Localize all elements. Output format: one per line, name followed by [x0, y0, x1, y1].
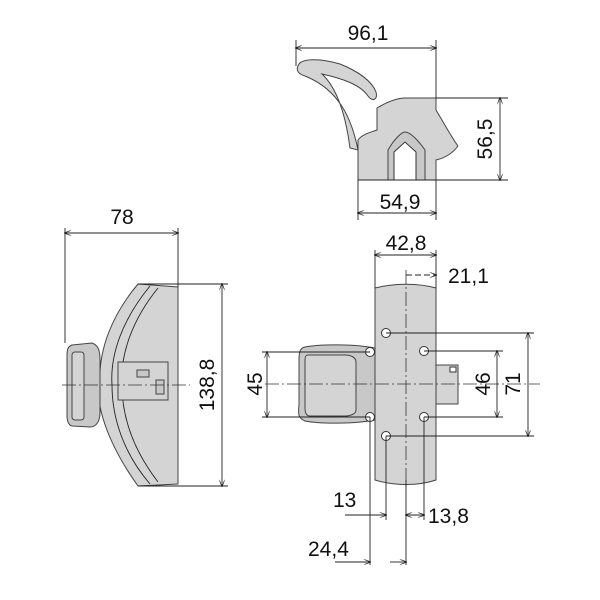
- top-view: 96,1 56,5 54,9: [296, 22, 508, 220]
- side-view-handle-face: [71, 351, 85, 421]
- side-view: 78 138,8: [62, 206, 228, 486]
- front-view-latch: [435, 364, 459, 405]
- dim-13-8: 13,8: [428, 505, 469, 528]
- dim-45: 45: [244, 372, 267, 395]
- dim-24-4: 24,4: [308, 538, 349, 561]
- front-view-latch-slot: [449, 366, 457, 373]
- front-view-handle-face: [304, 354, 357, 417]
- dim-138-8: 138,8: [196, 359, 219, 412]
- dim-42-8: 42,8: [386, 232, 427, 255]
- dim-54-9: 54,9: [380, 191, 421, 214]
- side-view-latch-detail: [155, 379, 165, 395]
- dim-78: 78: [110, 206, 133, 229]
- dim-96-1: 96,1: [348, 22, 389, 45]
- dim-13: 13: [333, 489, 356, 512]
- front-view: 42,8 21,1 45 46 71 13 13,8 24,4: [244, 232, 540, 565]
- dim-71: 71: [502, 372, 525, 395]
- side-view-latch-detail: [136, 369, 150, 378]
- dim-21-1: 21,1: [448, 265, 489, 288]
- dim-56-5: 56,5: [474, 119, 497, 160]
- top-view-lever: [296, 59, 377, 151]
- dim-46: 46: [472, 372, 495, 395]
